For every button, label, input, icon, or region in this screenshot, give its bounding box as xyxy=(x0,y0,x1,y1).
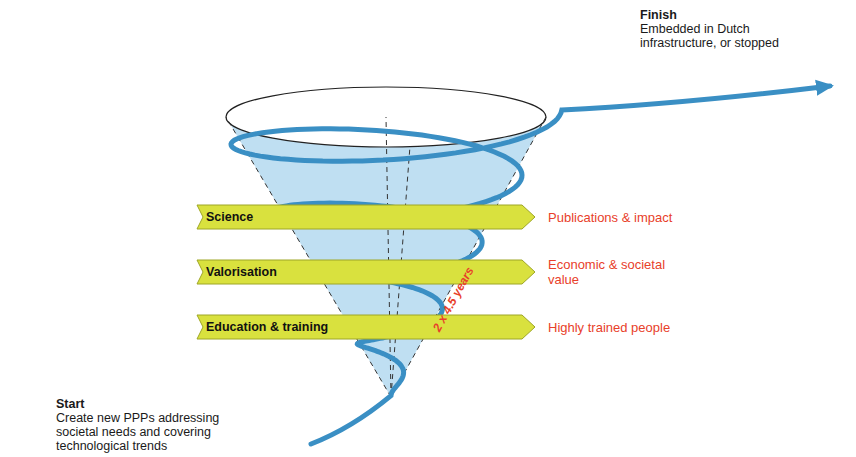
outcome-label: Publications & impact xyxy=(548,210,748,225)
start-note: Create new PPPs addressing societal need… xyxy=(56,411,256,453)
outcome-label: Highly trained people xyxy=(548,320,748,335)
outcome-label: Economic & societal value xyxy=(548,257,678,287)
band-label: Education & training xyxy=(196,314,536,340)
start-heading: Start xyxy=(56,397,276,411)
band-label: Science xyxy=(196,204,536,230)
finish-note: Embedded in Dutch infrastructure, or sto… xyxy=(640,22,820,50)
band-arrow: Education & training xyxy=(196,314,536,340)
band-label: Valorisation xyxy=(196,259,536,285)
band-arrow: Science xyxy=(196,204,536,230)
finish-heading: Finish xyxy=(640,8,820,22)
band-arrow: Valorisation xyxy=(196,259,536,285)
